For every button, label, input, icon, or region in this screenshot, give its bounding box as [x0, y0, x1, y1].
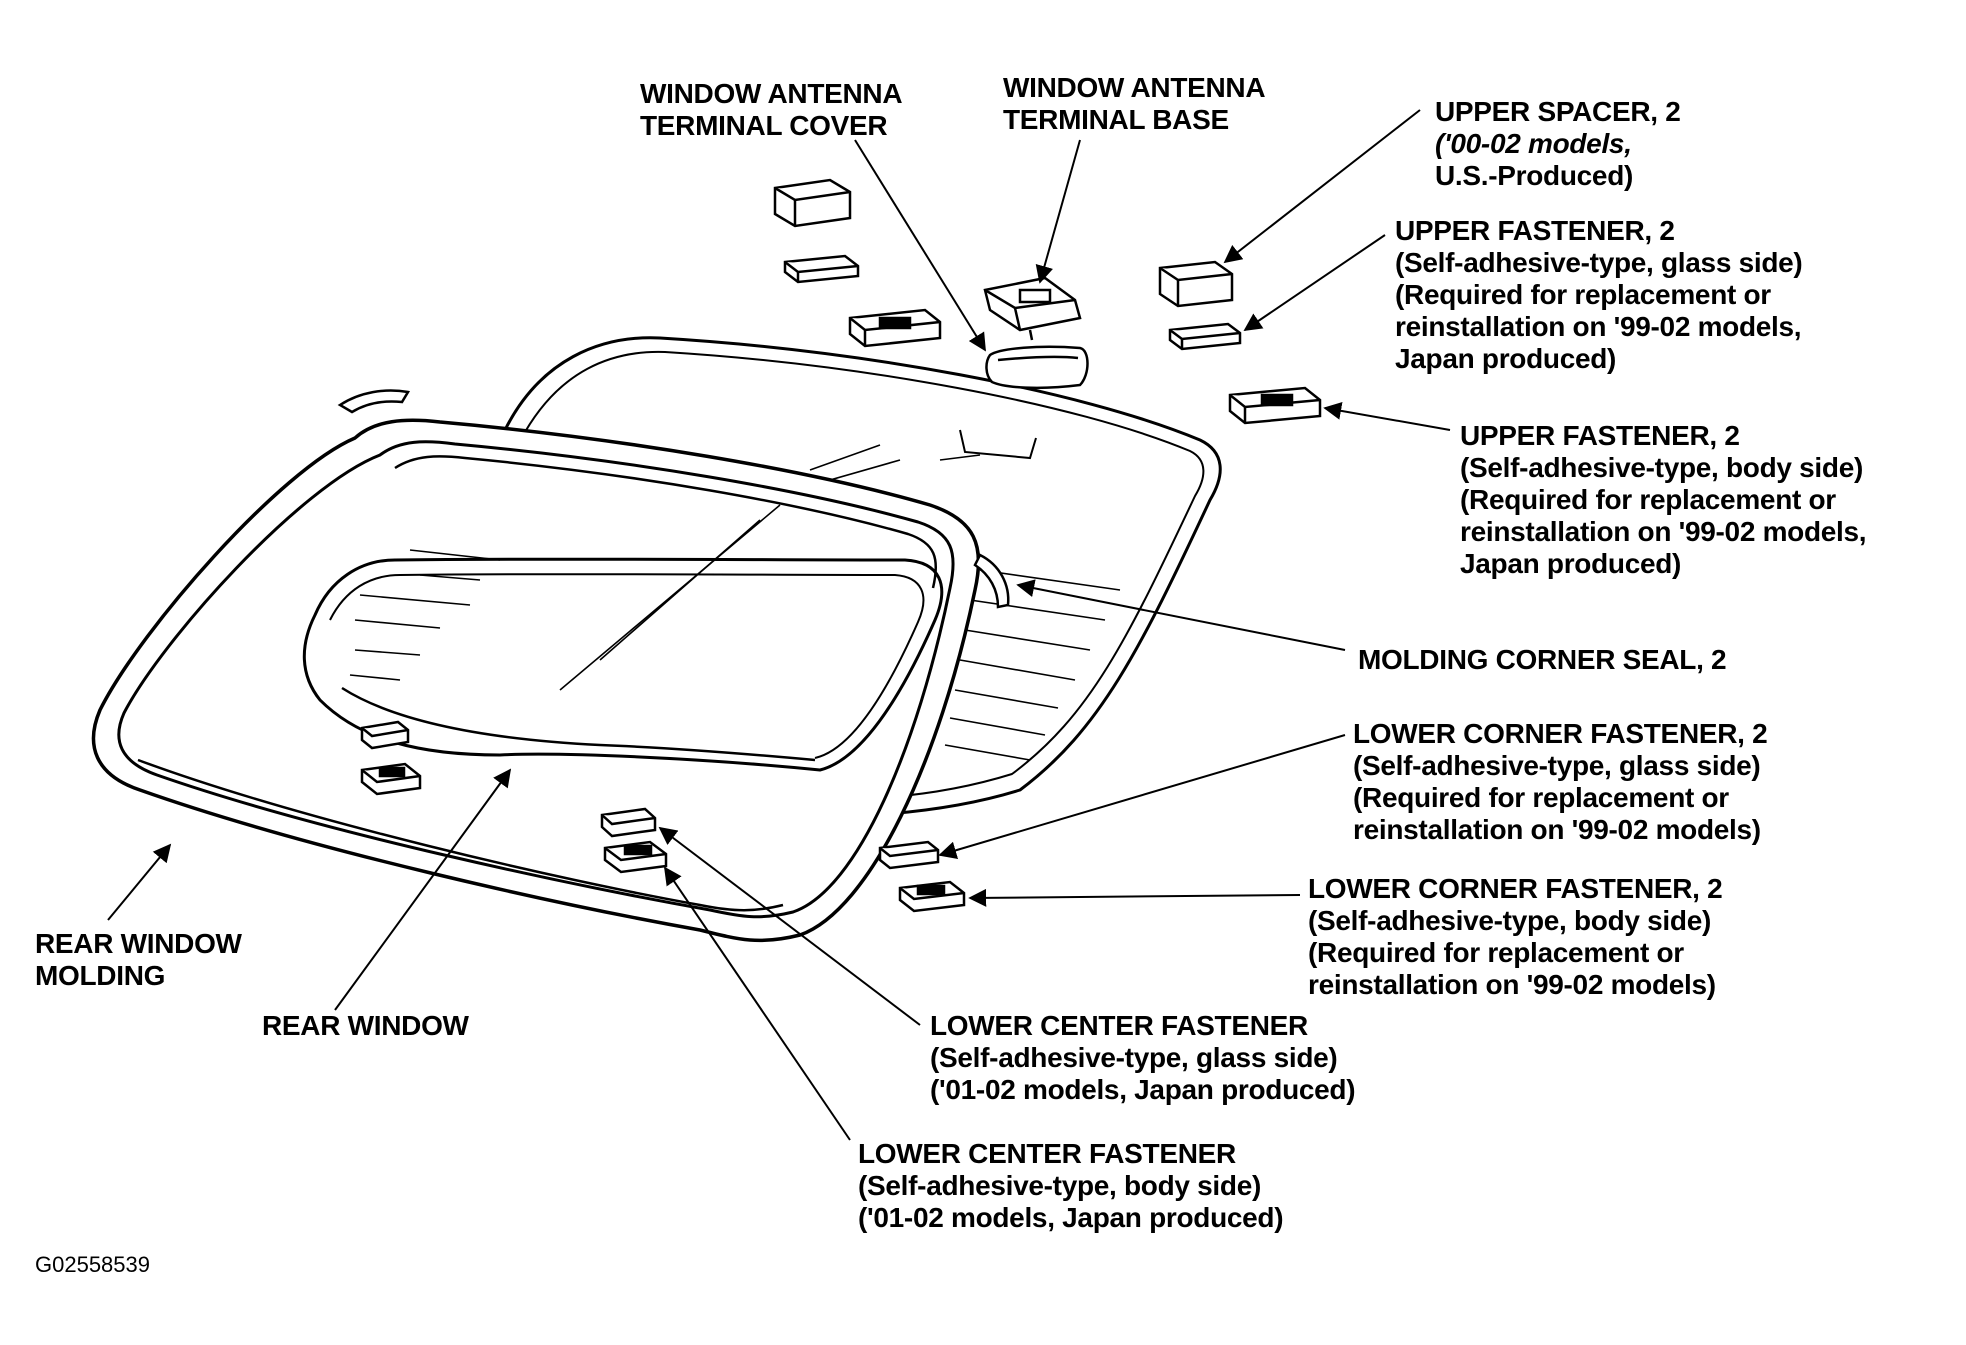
- label-lower-corner-glass-sub2: (Required for replacement or: [1353, 782, 1729, 813]
- leader-lower-corner-glass: [938, 734, 1346, 860]
- label-upper-fastener-body-sub4: Japan produced): [1460, 548, 1682, 579]
- lower-fastener-left-lower: [360, 762, 422, 796]
- label-lower-corner-glass-title: LOWER CORNER FASTENER, 2: [1353, 718, 1768, 749]
- upper-fastener-right-body: [1228, 386, 1322, 425]
- label-upper-spacer-title: UPPER SPACER, 2: [1435, 96, 1681, 127]
- label-corner-seal-title: MOLDING CORNER SEAL, 2: [1358, 644, 1727, 675]
- label-lower-corner-body-sub1: (Self-adhesive-type, body side): [1308, 905, 1712, 936]
- label-upper-spacer-sub2: U.S.-Produced): [1435, 160, 1634, 191]
- label-upper-fastener-glass-title: UPPER FASTENER, 2: [1395, 215, 1675, 246]
- label-upper-fastener-body-sub1: (Self-adhesive-type, body side): [1460, 452, 1864, 483]
- label-corner-seal: MOLDING CORNER SEAL, 2: [1358, 644, 1727, 676]
- label-upper-fastener-body-sub2: (Required for replacement or: [1460, 484, 1836, 515]
- leader-upper-fastener-body: [1323, 401, 1451, 431]
- label-antenna-cover-line2: TERMINAL COVER: [640, 110, 888, 141]
- antenna-terminal-base: [983, 276, 1082, 341]
- label-upper-fastener-glass: UPPER FASTENER, 2 (Self-adhesive-type, g…: [1395, 215, 1803, 375]
- leader-rear-window-molding: [107, 843, 172, 921]
- rear-window-molding: [91, 418, 981, 943]
- label-lower-corner-body: LOWER CORNER FASTENER, 2 (Self-adhesive-…: [1308, 873, 1723, 1001]
- leader-upper-fastener-glass: [1243, 234, 1386, 332]
- label-antenna-base: WINDOW ANTENNA TERMINAL BASE: [1003, 72, 1266, 136]
- label-lower-corner-glass-sub1: (Self-adhesive-type, glass side): [1353, 750, 1761, 781]
- label-upper-fastener-glass-sub4: Japan produced): [1395, 343, 1617, 374]
- leader-rear-window: [334, 768, 512, 1011]
- lower-corner-fastener-body: [898, 880, 966, 913]
- label-upper-fastener-glass-sub2: (Required for replacement or: [1395, 279, 1771, 310]
- lower-fastener-left-upper: [360, 720, 410, 750]
- leader-lower-center-glass: [658, 826, 921, 1026]
- molding-corner-seal-right: [973, 553, 1010, 609]
- label-antenna-base-line2: TERMINAL BASE: [1003, 104, 1229, 135]
- lower-center-fastener-glass: [600, 807, 657, 838]
- upper-spacer-right: [1158, 260, 1234, 308]
- label-lower-center-body-sub1: (Self-adhesive-type, body side): [858, 1170, 1262, 1201]
- label-upper-fastener-body-title: UPPER FASTENER, 2: [1460, 420, 1740, 451]
- upper-fastener-right-glass: [1168, 322, 1242, 351]
- label-upper-fastener-glass-sub1: (Self-adhesive-type, glass side): [1395, 247, 1803, 278]
- label-antenna-cover: WINDOW ANTENNA TERMINAL COVER: [640, 78, 903, 142]
- lower-corner-fastener-glass: [878, 840, 940, 870]
- label-rear-window-molding: REAR WINDOW MOLDING: [35, 928, 242, 992]
- label-lower-center-body-title: LOWER CENTER FASTENER: [858, 1138, 1236, 1169]
- molding-corner-seal-left: [337, 389, 411, 414]
- figure-code: G02558539: [35, 1252, 150, 1277]
- label-upper-fastener-body: UPPER FASTENER, 2 (Self-adhesive-type, b…: [1460, 420, 1867, 580]
- leader-lines: [107, 109, 1451, 1141]
- label-antenna-cover-line1: WINDOW ANTENNA: [640, 78, 903, 109]
- label-lower-center-glass-sub1: (Self-adhesive-type, glass side): [930, 1042, 1338, 1073]
- antenna-terminal-cover: [985, 345, 1089, 390]
- label-lower-corner-glass: LOWER CORNER FASTENER, 2 (Self-adhesive-…: [1353, 718, 1768, 846]
- label-upper-fastener-body-sub3: reinstallation on '99-02 models,: [1460, 516, 1867, 547]
- upper-fastener-left-body: [848, 308, 942, 348]
- label-rear-window-title: REAR WINDOW: [262, 1010, 469, 1041]
- leader-lower-corner-body: [968, 888, 1301, 907]
- leader-antenna-base: [1035, 139, 1081, 284]
- label-antenna-base-line1: WINDOW ANTENNA: [1003, 72, 1266, 103]
- lower-center-fastener-body: [603, 840, 668, 874]
- leader-lower-center-body: [663, 866, 851, 1141]
- label-lower-center-body-sub2: ('01-02 models, Japan produced): [858, 1202, 1284, 1233]
- label-upper-fastener-glass-sub3: reinstallation on '99-02 models,: [1395, 311, 1802, 342]
- leader-antenna-cover: [854, 139, 986, 352]
- upper-fastener-left-glass: [783, 254, 860, 284]
- label-rear-window-molding-line1: REAR WINDOW: [35, 928, 242, 959]
- label-lower-center-glass: LOWER CENTER FASTENER (Self-adhesive-typ…: [930, 1010, 1356, 1106]
- label-lower-center-glass-sub2: ('01-02 models, Japan produced): [930, 1074, 1356, 1105]
- leader-upper-spacer: [1223, 109, 1421, 264]
- label-upper-spacer-sub1: ('00-02 models,: [1435, 128, 1632, 159]
- label-rear-window-molding-line2: MOLDING: [35, 960, 166, 991]
- label-lower-corner-body-title: LOWER CORNER FASTENER, 2: [1308, 873, 1723, 904]
- label-lower-center-body: LOWER CENTER FASTENER (Self-adhesive-typ…: [858, 1138, 1284, 1234]
- label-lower-center-glass-title: LOWER CENTER FASTENER: [930, 1010, 1308, 1041]
- label-rear-window: REAR WINDOW: [262, 1010, 469, 1042]
- upper-spacer-left: [773, 178, 852, 228]
- label-lower-corner-body-sub3: reinstallation on '99-02 models): [1308, 969, 1716, 1000]
- label-upper-spacer: UPPER SPACER, 2 ('00-02 models, U.S.-Pro…: [1435, 96, 1681, 192]
- label-lower-corner-glass-sub3: reinstallation on '99-02 models): [1353, 814, 1761, 845]
- label-lower-corner-body-sub2: (Required for replacement or: [1308, 937, 1684, 968]
- leader-corner-seal: [1016, 579, 1346, 651]
